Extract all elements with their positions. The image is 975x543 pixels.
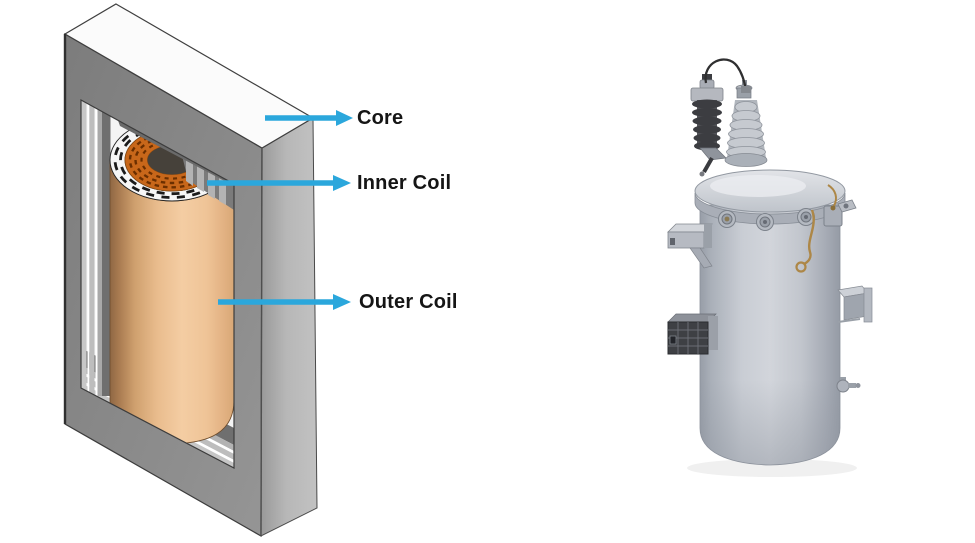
hanger-bracket-upper — [667, 223, 713, 269]
wire-clamp — [741, 86, 751, 93]
cover-bolt — [756, 213, 774, 231]
bushing-base — [724, 153, 768, 167]
arrester-wire-terminal — [702, 74, 712, 84]
cover-bolt — [797, 208, 815, 226]
core-arrow — [265, 110, 353, 126]
drain-valve — [836, 377, 861, 393]
cover-bolt — [718, 210, 736, 228]
mounting-bracket-right — [837, 285, 873, 323]
lid-highlight — [710, 175, 806, 197]
tank-shadow — [687, 459, 857, 477]
core-corner-edge — [260, 147, 263, 537]
ground-strap — [795, 184, 837, 273]
hv-bushing — [724, 80, 768, 167]
lightning-arrester — [690, 74, 727, 177]
lv-terminal-fitting — [823, 199, 857, 227]
core-label: Core — [357, 107, 404, 129]
core-laminations-left — [81, 100, 111, 396]
cover-bolts — [718, 199, 857, 231]
mounting-bracket-left — [667, 313, 718, 355]
outer-coil-label: Outer Coil — [359, 291, 458, 313]
tank-bottom-shading — [700, 380, 840, 465]
core-coil-diagram — [63, 3, 318, 538]
inner-coil-arrow — [207, 175, 351, 191]
outer-coil-arrow — [218, 294, 351, 310]
inner-coil-label: Inner Coil — [357, 172, 452, 194]
jumper-wire — [704, 58, 748, 91]
callout-arrows — [207, 110, 353, 310]
outer-coil-cylinder — [109, 159, 234, 445]
transformer-photo — [667, 58, 873, 477]
